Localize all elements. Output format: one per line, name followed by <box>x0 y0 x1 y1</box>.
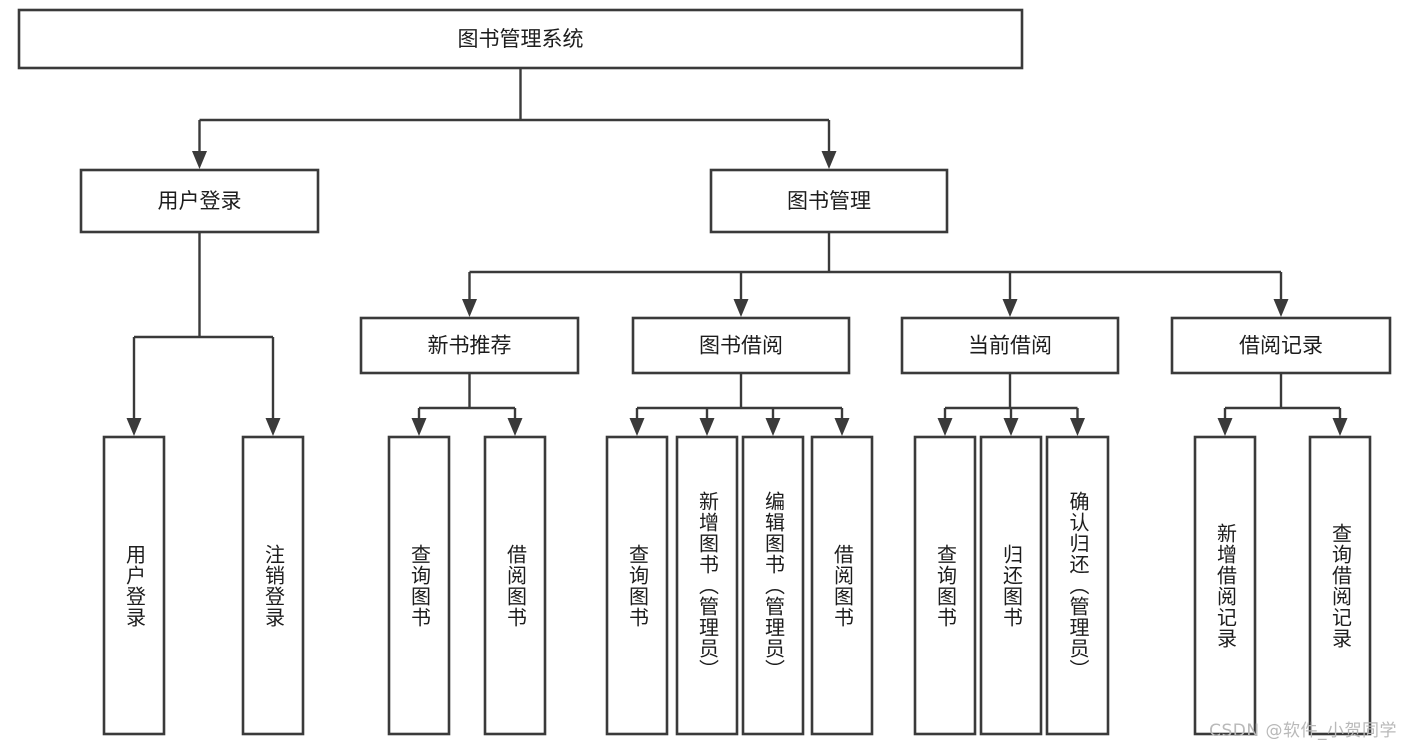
node-leaf-confirm-return[interactable]: 确认归还（管理员） <box>1045 435 1110 736</box>
node-leaf-user-login[interactable]: 用户登录 <box>102 435 166 736</box>
node-label-holder-leaf-borrow-book-1: 借阅图书 <box>485 437 545 734</box>
node-leaf-query-book-2[interactable]: 查询图书 <box>605 435 669 736</box>
node-label-leaf-user-login: 用户登录 <box>122 543 147 628</box>
node-label-holder-leaf-borrow-book-2: 借阅图书 <box>812 437 872 734</box>
node-box-leaf-edit-book <box>741 435 805 736</box>
node-label-leaf-add-record: 新增借阅记录 <box>1213 522 1238 649</box>
node-box-book-manage <box>709 168 949 234</box>
vertical-label-wrap: 归还图书 <box>981 437 1041 734</box>
node-label-book-manage: 图书管理 <box>787 189 871 213</box>
node-label-leaf-edit-book: 编辑图书（管理员） <box>761 491 786 680</box>
node-box-user-login <box>79 168 320 234</box>
node-label-borrow-record: 借阅记录 <box>1239 334 1323 358</box>
node-box-current-borrow <box>900 316 1120 375</box>
node-box-book-borrow <box>631 316 851 375</box>
node-box-leaf-borrow-book-2 <box>810 435 874 736</box>
node-leaf-borrow-book-2[interactable]: 借阅图书 <box>810 435 874 736</box>
node-box-leaf-query-record <box>1308 435 1372 736</box>
vertical-label-wrap: 注销登录 <box>243 437 303 734</box>
node-label-holder-leaf-query-book-1: 查询图书 <box>389 437 449 734</box>
node-box-leaf-query-book-3 <box>913 435 977 736</box>
node-label-holder-leaf-query-book-3: 查询图书 <box>915 437 975 734</box>
node-label-leaf-query-book-2: 查询图书 <box>625 543 650 628</box>
node-current-borrow[interactable]: 当前借阅 <box>900 316 1120 375</box>
node-label-leaf-borrow-book-1: 借阅图书 <box>503 543 528 628</box>
node-box-borrow-record <box>1170 316 1392 375</box>
node-label-holder-leaf-add-book: 新增图书（管理员） <box>677 437 737 734</box>
node-leaf-edit-book[interactable]: 编辑图书（管理员） <box>741 435 805 736</box>
node-borrow-record[interactable]: 借阅记录 <box>1170 316 1392 375</box>
node-label-holder-leaf-return-book: 归还图书 <box>981 437 1041 734</box>
node-box-leaf-query-book-1 <box>387 435 451 736</box>
node-label-new-book-rec: 新书推荐 <box>428 334 512 358</box>
vertical-label-wrap: 确认归还（管理员） <box>1047 437 1108 734</box>
node-box-leaf-borrow-book-1 <box>483 435 547 736</box>
node-leaf-logout[interactable]: 注销登录 <box>241 435 305 736</box>
node-leaf-query-book-3[interactable]: 查询图书 <box>913 435 977 736</box>
vertical-label-wrap: 新增图书（管理员） <box>677 437 737 734</box>
node-leaf-query-record[interactable]: 查询借阅记录 <box>1308 435 1372 736</box>
node-box-leaf-return-book <box>979 435 1043 736</box>
node-root[interactable]: 图书管理系统 <box>17 8 1024 70</box>
node-label-leaf-confirm-return: 确认归还（管理员） <box>1066 491 1090 680</box>
node-label-root: 图书管理系统 <box>458 27 584 51</box>
vertical-label-wrap: 查询图书 <box>915 437 975 734</box>
node-box-leaf-add-book <box>675 435 739 736</box>
node-leaf-borrow-book-1[interactable]: 借阅图书 <box>483 435 547 736</box>
node-book-borrow[interactable]: 图书借阅 <box>631 316 851 375</box>
node-label-leaf-logout: 注销登录 <box>261 543 286 628</box>
node-box-root <box>17 8 1024 70</box>
node-user-login[interactable]: 用户登录 <box>79 168 320 234</box>
node-label-leaf-query-book-3: 查询图书 <box>933 543 958 628</box>
node-label-leaf-query-book-1: 查询图书 <box>407 543 432 628</box>
node-box-leaf-logout <box>241 435 305 736</box>
node-label-leaf-return-book: 归还图书 <box>999 543 1024 628</box>
node-leaf-query-book-1[interactable]: 查询图书 <box>387 435 451 736</box>
node-label-holder-leaf-query-book-2: 查询图书 <box>607 437 667 734</box>
node-label-leaf-borrow-book-2: 借阅图书 <box>830 543 855 628</box>
vertical-label-wrap: 用户登录 <box>104 437 164 734</box>
node-box-new-book-rec <box>359 316 580 375</box>
node-label-book-borrow: 图书借阅 <box>699 334 783 358</box>
vertical-label-wrap: 查询图书 <box>607 437 667 734</box>
vertical-label-wrap: 编辑图书（管理员） <box>743 437 803 734</box>
node-label-leaf-query-record: 查询借阅记录 <box>1328 522 1353 649</box>
node-leaf-add-book[interactable]: 新增图书（管理员） <box>675 435 739 736</box>
node-label-holder-leaf-user-login: 用户登录 <box>104 437 164 734</box>
node-new-book-rec[interactable]: 新书推荐 <box>359 316 580 375</box>
vertical-label-wrap: 新增借阅记录 <box>1195 437 1255 734</box>
node-layer: 图书管理系统用户登录图书管理新书推荐图书借阅当前借阅借阅记录用户登录注销登录查询… <box>17 8 1392 736</box>
node-label-leaf-add-book: 新增图书（管理员） <box>695 491 720 680</box>
connector-layer <box>126 68 1348 436</box>
node-box-leaf-confirm-return <box>1045 435 1110 736</box>
node-label-current-borrow: 当前借阅 <box>968 334 1052 358</box>
node-label-holder-leaf-confirm-return: 确认归还（管理员） <box>1047 437 1108 734</box>
node-box-leaf-user-login <box>102 435 166 736</box>
node-label-user-login: 用户登录 <box>158 189 242 213</box>
vertical-label-wrap: 查询图书 <box>389 437 449 734</box>
node-label-holder-leaf-logout: 注销登录 <box>243 437 303 734</box>
node-leaf-return-book[interactable]: 归还图书 <box>979 435 1043 736</box>
node-book-manage[interactable]: 图书管理 <box>709 168 949 234</box>
node-label-holder-leaf-query-record: 查询借阅记录 <box>1310 437 1370 734</box>
vertical-label-wrap: 借阅图书 <box>485 437 545 734</box>
node-box-leaf-add-record <box>1193 435 1257 736</box>
node-leaf-add-record[interactable]: 新增借阅记录 <box>1193 435 1257 736</box>
vertical-label-wrap: 借阅图书 <box>812 437 872 734</box>
vertical-label-wrap: 查询借阅记录 <box>1310 437 1370 734</box>
node-label-holder-leaf-add-record: 新增借阅记录 <box>1195 437 1255 734</box>
node-label-holder-leaf-edit-book: 编辑图书（管理员） <box>743 437 803 734</box>
node-box-leaf-query-book-2 <box>605 435 669 736</box>
